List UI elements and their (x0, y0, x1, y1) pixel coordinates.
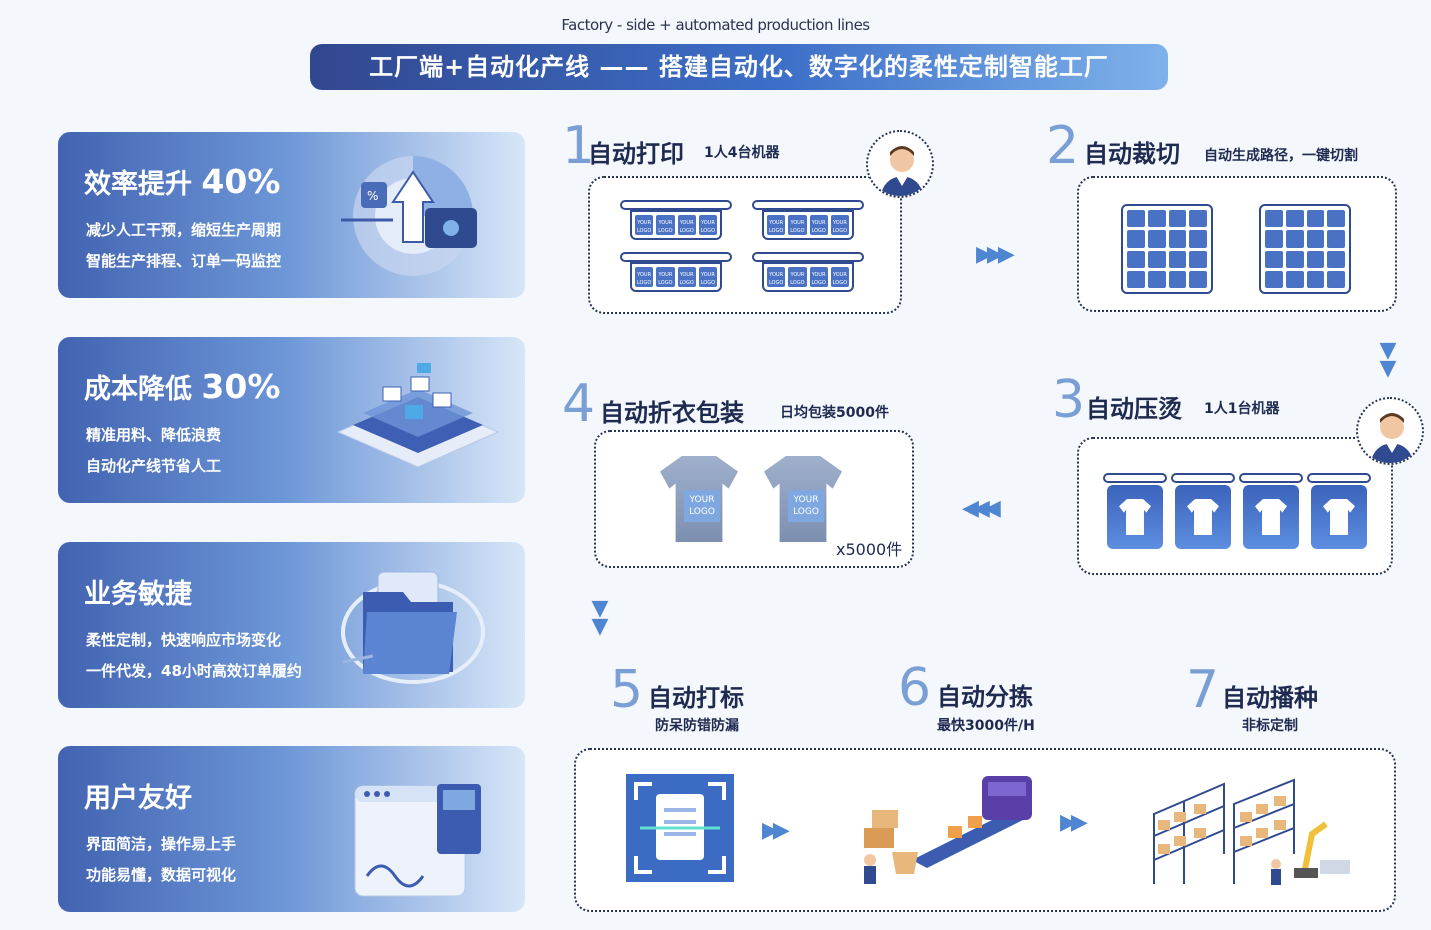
step-2-panel (1077, 176, 1397, 312)
folded-tshirt: YOUR LOGO (764, 456, 842, 542)
step-5-number: 5 (610, 660, 644, 720)
step-3-note: 1人1台机器 (1204, 401, 1280, 417)
step-3-number: 3 (1052, 370, 1086, 430)
card-title: 成本降低 30% (84, 367, 281, 406)
page-subtitle: Factory - side + automated production li… (561, 16, 870, 34)
heat-press (1239, 473, 1303, 553)
efficiency-chart-icon: % (341, 156, 477, 276)
cut-sheet (1121, 204, 1213, 294)
card-line: 一件代发，48小时高效订单履约 (86, 662, 302, 680)
arrow-down-icon: ▼▼ (1379, 338, 1397, 381)
step-3-panel (1077, 437, 1393, 575)
feature-card-cost: 成本降低 30% 精准用料、降低浪费 自动化产线节省人工 (58, 337, 525, 503)
card-title: 业务敏捷 (84, 579, 192, 610)
person-avatar-icon (866, 130, 934, 198)
step-1-number: 1 (562, 116, 596, 176)
step-1-title: 自动打印 (588, 140, 684, 168)
warehouse-icon (1153, 778, 1350, 885)
folded-tshirt: YOUR LOGO (660, 456, 738, 542)
feature-card-user-friendly: 用户友好 界面简洁，操作易上手 功能易懂，数据可视化 (58, 746, 525, 912)
step-6-note: 最快3000件/H (937, 718, 1035, 734)
card-title: 效率提升 40% (84, 162, 281, 201)
step-7-note: 非标定制 (1242, 718, 1298, 734)
step-6-number: 6 (898, 658, 932, 718)
cut-sheet (1259, 204, 1351, 294)
heat-press (1307, 473, 1371, 553)
arrow-right-icon: ▶▶▶ (976, 242, 1015, 267)
feature-card-efficiency: 效率提升 40% 减少人工干预，缩短生产周期 智能生产排程、订单一码监控 % (58, 132, 525, 298)
arrow-right-icon: ▶▶ (1060, 810, 1088, 835)
isometric-blocks-icon (336, 363, 500, 468)
heat-press (1103, 473, 1167, 553)
arrow-down-icon: ▼▼ (591, 596, 609, 639)
card-line: 界面简洁，操作易上手 (86, 835, 237, 853)
page-title-banner: 工厂端+自动化产线 —— 搭建自动化、数字化的柔性定制智能工厂 (310, 44, 1168, 90)
card-line: 自动化产线节省人工 (86, 457, 222, 475)
step-4-number: 4 (562, 374, 596, 434)
step-2-note: 自动生成路径，一键切割 (1204, 148, 1358, 164)
quantity-label: x5000件 (836, 540, 903, 559)
card-line: 功能易懂，数据可视化 (86, 866, 237, 884)
step-4-note: 日均包装5000件 (780, 405, 889, 421)
step-4-panel: YOUR LOGO YOUR LOGO x5000件 (594, 430, 914, 568)
step-2-title: 自动裁切 (1084, 140, 1180, 168)
person-avatar-icon (1356, 397, 1424, 465)
conveyor-icon (864, 776, 1032, 884)
step-5-note: 防呆防错防漏 (655, 718, 739, 734)
card-line: 精准用料、降低浪费 (86, 426, 222, 444)
arrow-left-icon: ◀◀◀ (962, 496, 1001, 521)
heat-press (1171, 473, 1235, 553)
step-6-title: 自动分拣 (937, 683, 1033, 711)
step-7-title: 自动播种 (1222, 684, 1318, 712)
step-2-number: 2 (1046, 116, 1080, 176)
feature-card-agility: 业务敏捷 柔性定制，快速响应市场变化 一件代发，48小时高效订单履约 (58, 542, 525, 708)
card-line: 减少人工干预，缩短生产周期 (86, 221, 282, 239)
ui-window-icon (354, 784, 481, 897)
folder-icon (341, 571, 485, 684)
step-1-note: 1人4台机器 (704, 145, 780, 161)
card-line: 智能生产排程、订单一码监控 (86, 252, 282, 270)
card-title: 用户友好 (84, 783, 192, 814)
step-3-title: 自动压烫 (1086, 395, 1182, 423)
svg-text:%: % (367, 189, 378, 203)
arrow-right-icon: ▶▶ (762, 818, 790, 843)
step-7-number: 7 (1186, 660, 1220, 720)
step-5-title: 自动打标 (648, 684, 744, 712)
card-line: 柔性定制，快速响应市场变化 (86, 631, 282, 649)
steps-5-7-panel: ▶▶ ▶▶ (574, 748, 1396, 912)
step-4-title: 自动折衣包装 (600, 399, 744, 427)
scan-document-icon (626, 774, 734, 882)
